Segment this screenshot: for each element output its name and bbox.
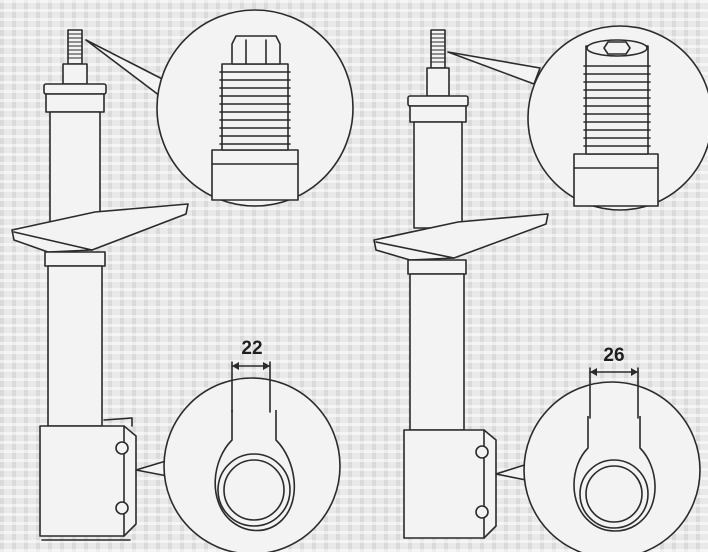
right-bracket-hole-top — [475, 445, 489, 459]
left-lower-tube — [47, 265, 103, 427]
left-bracket-hole-top — [115, 441, 129, 455]
right-top-cap — [407, 95, 469, 107]
right-dimension-marker: 26 — [589, 345, 639, 419]
right-stud-threads — [431, 33, 445, 63]
left-top-collar — [45, 93, 105, 113]
right-eye-hole — [585, 465, 643, 523]
right-bracket-hole-bottom — [475, 505, 489, 519]
left-hex-nut-head — [231, 35, 281, 65]
left-upper-tube — [49, 111, 101, 223]
left-top-zoom-callout — [85, 9, 354, 207]
right-shock-absorber — [373, 29, 549, 539]
right-spring-seat — [373, 213, 549, 261]
left-stud-threads — [68, 33, 82, 59]
right-lower-collar — [407, 259, 467, 275]
right-hex-socket-icon — [603, 41, 631, 55]
left-eye-mount-detail — [214, 410, 296, 532]
right-upper-tube — [413, 121, 463, 229]
left-threaded-stud — [67, 29, 83, 65]
left-shock-absorber — [11, 29, 189, 541]
left-top-zoom-detail — [211, 35, 299, 201]
right-bottom-zoom-callout: 26 — [495, 345, 701, 552]
left-lower-collar — [44, 251, 106, 267]
left-top-cap — [43, 83, 107, 95]
left-piston-rod — [62, 63, 88, 85]
left-spring-seat — [11, 203, 189, 253]
left-dimension-marker: 22 — [231, 338, 271, 413]
right-eye-mount-detail — [573, 416, 656, 532]
left-dimension-label: 22 — [241, 338, 262, 359]
right-dimension-label: 26 — [603, 345, 624, 366]
right-top-callout-pointer — [447, 51, 541, 85]
left-eye-hole — [223, 459, 285, 521]
right-piston-rod — [426, 67, 450, 97]
left-bracket-hole-bottom — [115, 501, 129, 515]
right-top-zoom-callout — [447, 25, 708, 211]
right-top-zoom-detail — [573, 39, 659, 207]
left-bottom-zoom-callout: 22 — [135, 338, 341, 552]
right-top-collar — [409, 105, 467, 123]
right-lower-tube — [409, 273, 465, 431]
